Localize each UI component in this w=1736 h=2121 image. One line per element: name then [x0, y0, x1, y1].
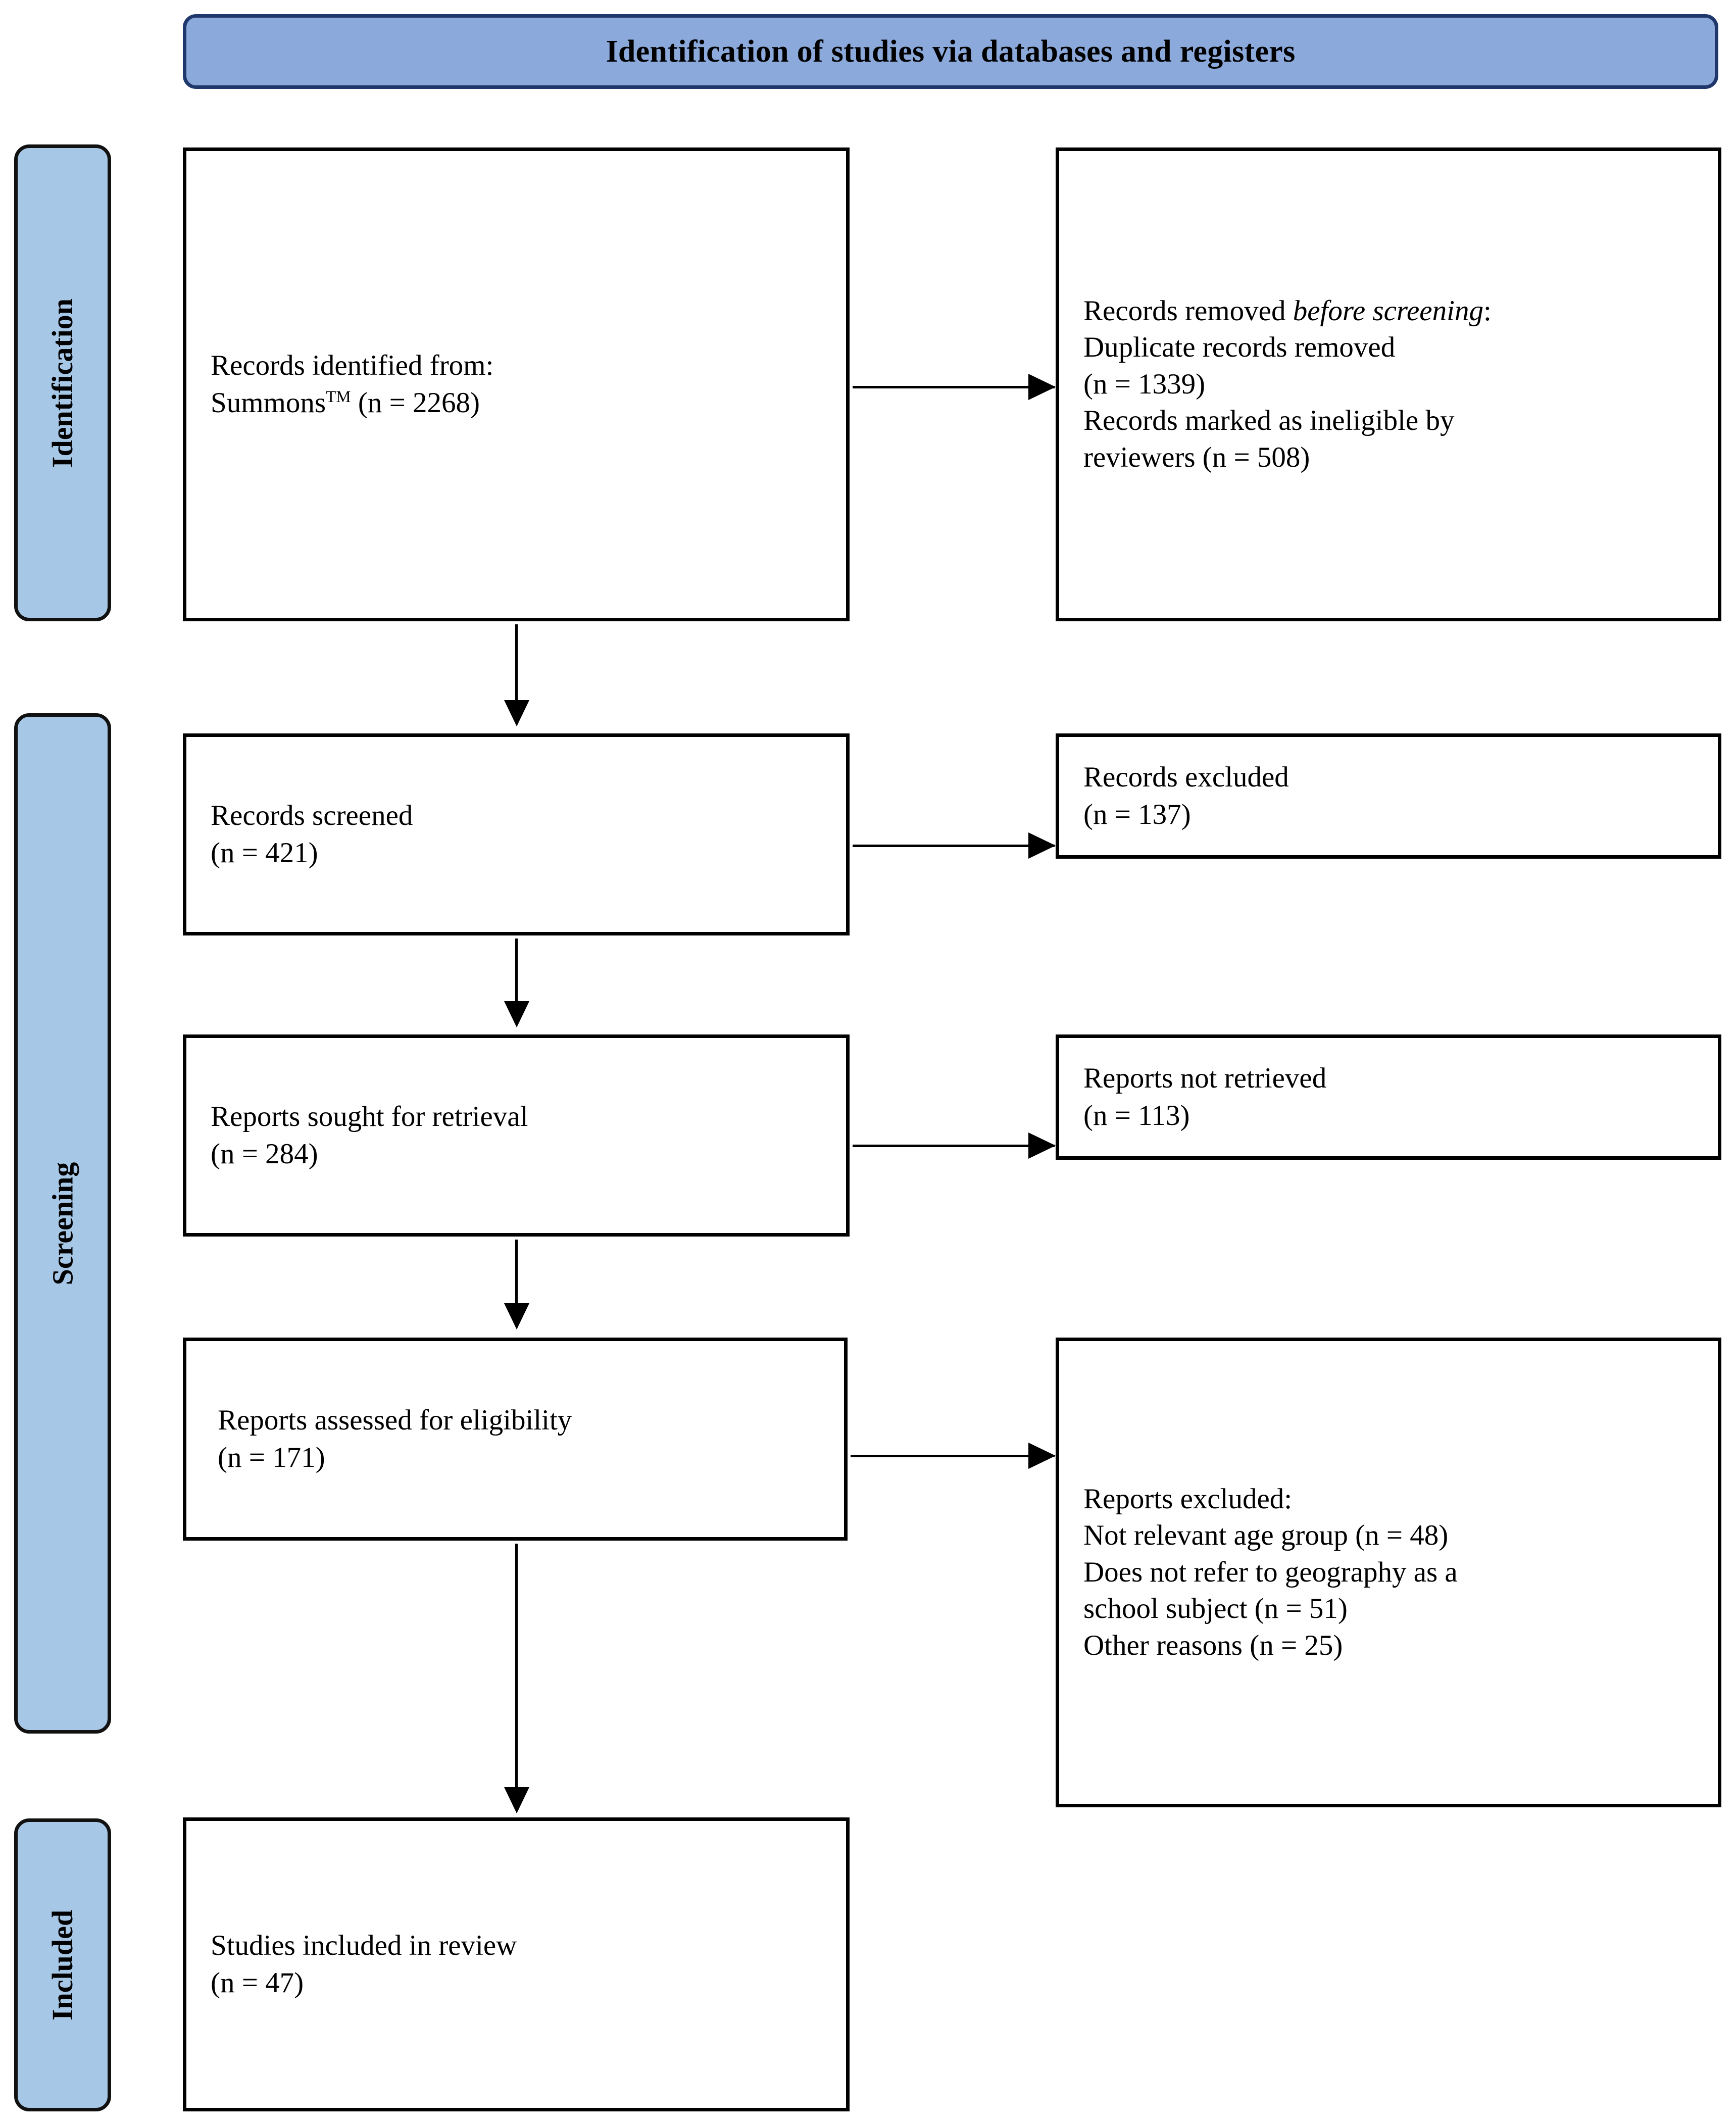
stage-label-screening: Screening: [46, 1162, 79, 1285]
connector-sought-to-notretrieved-arrowhead: [1028, 1132, 1056, 1159]
node-records-excluded: Records excluded (n = 137): [1056, 733, 1721, 859]
connector-assessed-to-reportsexcluded-arrowhead: [1028, 1443, 1056, 1469]
reports-assessed-line1: Reports assessed for eligibility: [218, 1404, 572, 1436]
node-records-removed: Records removed before screening: Duplica…: [1056, 147, 1721, 621]
records-removed-line4: Records marked as ineligible by: [1083, 405, 1455, 437]
records-removed-line5: reviewers (n = 508): [1083, 441, 1310, 473]
records-excluded-line2: (n = 137): [1083, 799, 1191, 830]
reports-excluded-line5: Other reasons (n = 25): [1083, 1629, 1343, 1661]
records-excluded-line1: Records excluded: [1083, 761, 1289, 793]
node-records-removed-text: Records removed before screening: Duplica…: [1059, 293, 1492, 476]
studies-included-line1: Studies included in review: [211, 1929, 517, 1961]
reports-sought-line1: Reports sought for retrieval: [211, 1100, 528, 1132]
node-records-screened: Records screened (n = 421): [183, 733, 850, 935]
connector-screened-to-excluded-arrowhead: [1028, 832, 1056, 859]
records-removed-line3: (n = 1339): [1083, 368, 1206, 400]
connector-assessed-to-included-line: [515, 1544, 518, 1789]
node-records-identified: Records identified from: SummonsTM (n = 2…: [183, 147, 850, 621]
node-reports-assessed: Reports assessed for eligibility (n = 171…: [183, 1338, 848, 1541]
stage-tab-included: Included: [14, 1818, 111, 2111]
connector-sought-to-assessed-arrowhead: [504, 1303, 529, 1329]
records-removed-line1-plain: Records removed: [1083, 295, 1293, 327]
records-identified-count: (n = 2268): [351, 387, 480, 419]
connector-sought-to-notretrieved-line: [853, 1145, 1055, 1147]
records-removed-line2: Duplicate records removed: [1083, 331, 1396, 364]
reports-excluded-line4: school subject (n = 51): [1083, 1593, 1348, 1625]
node-records-identified-text: Records identified from: SummonsTM (n = 2…: [186, 347, 493, 422]
stage-label-identification: Identification: [46, 298, 79, 468]
node-records-screened-text: Records screened (n = 421): [186, 797, 413, 872]
node-reports-not-retrieved-text: Reports not retrieved (n = 113): [1059, 1060, 1326, 1135]
node-reports-excluded: Reports excluded: Not relevant age group …: [1056, 1338, 1721, 1807]
node-reports-assessed-text: Reports assessed for eligibility (n = 171…: [186, 1402, 572, 1476]
node-records-excluded-text: Records excluded (n = 137): [1059, 759, 1289, 833]
connector-identified-to-screened-line: [515, 624, 518, 703]
records-screened-line1: Records screened: [211, 799, 413, 831]
connector-identified-to-removed-arrowhead: [1028, 374, 1056, 400]
stage-label-included: Included: [46, 1909, 79, 2020]
trademark-mark: TM: [326, 388, 351, 406]
connector-identified-to-screened-arrowhead: [504, 700, 529, 726]
connector-screened-to-sought-line: [515, 939, 518, 1003]
node-reports-not-retrieved: Reports not retrieved (n = 113): [1056, 1034, 1721, 1160]
node-reports-excluded-text: Reports excluded: Not relevant age group …: [1059, 1481, 1458, 1664]
node-reports-sought: Reports sought for retrieval (n = 284): [183, 1034, 850, 1237]
diagram-header-banner: Identification of studies via databases …: [183, 14, 1718, 89]
records-identified-line1: Records identified from:: [211, 349, 494, 381]
records-removed-line1-italic: before screening: [1293, 295, 1483, 327]
reports-not-retrieved-line1: Reports not retrieved: [1083, 1062, 1327, 1094]
stage-tab-identification: Identification: [14, 144, 111, 621]
connector-assessed-to-reportsexcluded-line: [851, 1455, 1055, 1457]
node-studies-included: Studies included in review (n = 47): [183, 1817, 850, 2111]
reports-assessed-line2: (n = 171): [218, 1442, 325, 1473]
stage-tab-screening: Screening: [14, 713, 111, 1734]
connector-screened-to-excluded-line: [853, 845, 1055, 847]
reports-excluded-line1: Reports excluded:: [1083, 1483, 1293, 1515]
connector-screened-to-sought-arrowhead: [504, 1001, 529, 1027]
reports-sought-line2: (n = 284): [211, 1138, 318, 1170]
studies-included-line2: (n = 47): [211, 1967, 304, 1999]
connector-sought-to-assessed-line: [515, 1240, 518, 1305]
reports-excluded-line2: Not relevant age group (n = 48): [1083, 1519, 1449, 1552]
connector-assessed-to-included-arrowhead: [504, 1787, 529, 1813]
records-screened-line2: (n = 421): [211, 837, 318, 869]
connector-identified-to-removed-line: [853, 386, 1055, 388]
diagram-title: Identification of studies via databases …: [606, 34, 1296, 69]
reports-not-retrieved-line2: (n = 113): [1083, 1100, 1190, 1131]
reports-excluded-line3: Does not refer to geography as a: [1083, 1556, 1458, 1588]
node-reports-sought-text: Reports sought for retrieval (n = 284): [186, 1098, 528, 1173]
records-removed-line1-colon: :: [1483, 295, 1492, 327]
node-studies-included-text: Studies included in review (n = 47): [186, 1927, 517, 2002]
records-identified-source: Summons: [211, 387, 326, 419]
